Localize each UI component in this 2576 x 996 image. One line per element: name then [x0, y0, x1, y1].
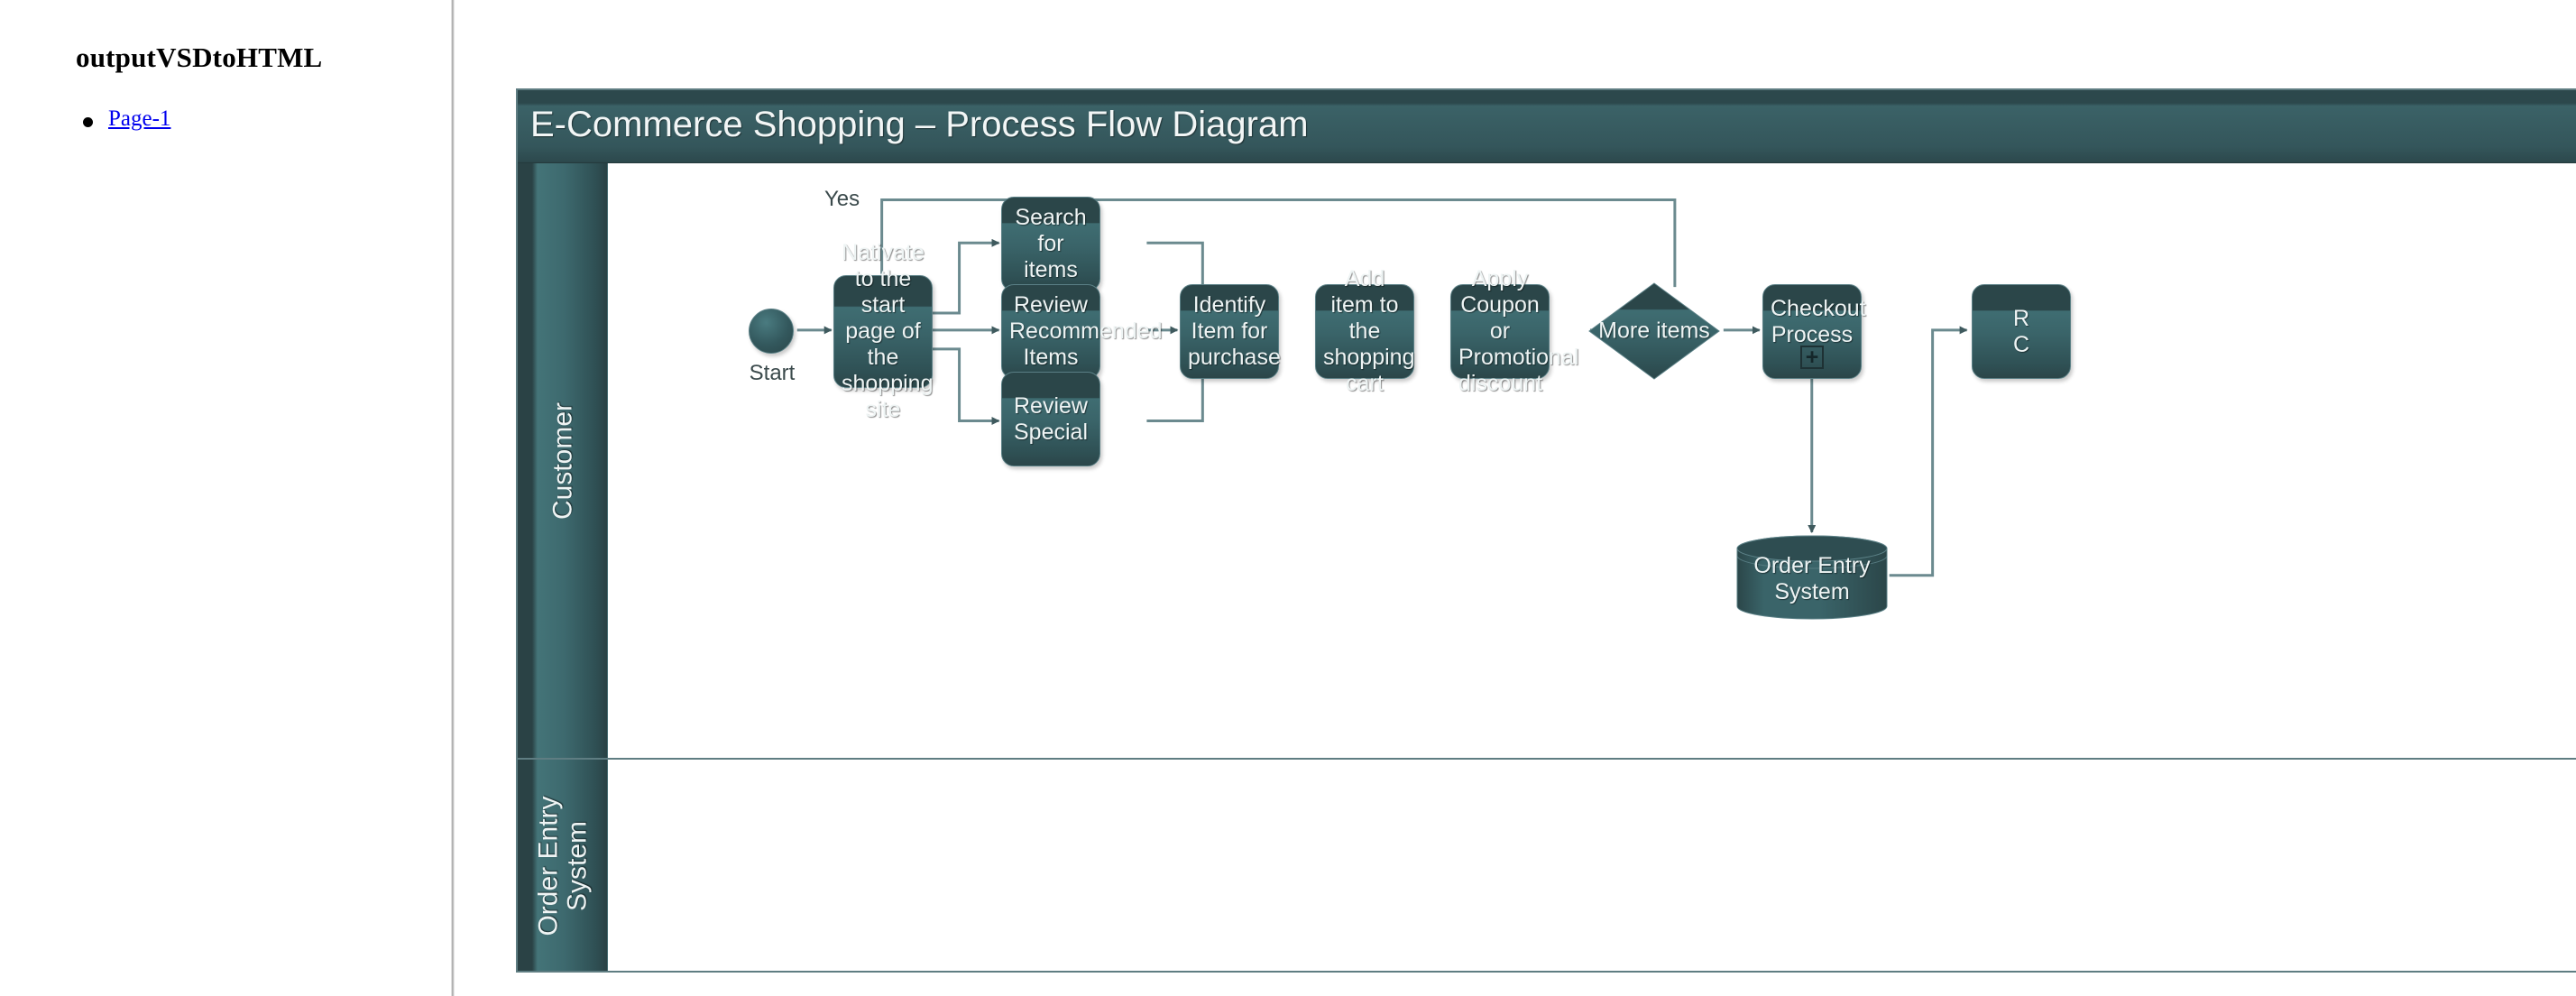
- swimlane-label-order-entry-system: Order Entry System: [533, 795, 592, 936]
- node-label-line1: Order Entry: [1753, 552, 1871, 578]
- node-label: Identify Item for purchase: [1188, 292, 1281, 370]
- page-title: outputVSDtoHTML: [76, 42, 323, 73]
- swimlane-label-line2: System: [561, 820, 592, 911]
- swimlane-body-order-entry-system: [608, 760, 2576, 971]
- node-label: Search for items: [1015, 205, 1087, 282]
- node-more-items-decision[interactable]: More items: [1587, 281, 1721, 381]
- swimlane-header-customer: Customer: [518, 163, 608, 758]
- page-link-page-1[interactable]: Page-1: [108, 106, 171, 131]
- page-list: Page-1: [76, 106, 170, 141]
- process-flow-diagram: E-Commerce Shopping – Process Flow Diagr…: [516, 88, 2576, 973]
- node-label: Apply Coupon or Promotional discount: [1458, 266, 1579, 396]
- diamond-shape: [1588, 282, 1720, 380]
- node-label: Review Recommended Items: [1009, 292, 1163, 370]
- node-navigate-to-start-page[interactable]: Nativate to the start page of the shoppi…: [833, 240, 933, 422]
- navigation-pane: outputVSDtoHTML Page-1: [0, 0, 453, 996]
- node-label: Add item to the shopping cart: [1323, 266, 1415, 396]
- node-apply-coupon[interactable]: Apply Coupon or Promotional discount: [1450, 266, 1578, 396]
- node-search-for-items[interactable]: Search for items: [1001, 197, 1100, 291]
- node-label: Order Entry System: [1734, 553, 1891, 605]
- node-label: R C: [2012, 305, 2030, 357]
- node-start-label: Start: [749, 361, 796, 385]
- pane-divider: [451, 0, 455, 996]
- edge-label-yes: Yes: [821, 187, 864, 212]
- swimlane-order-entry-system: Order Entry System: [518, 758, 2576, 971]
- swimlane-header-order-entry-system: Order Entry System: [518, 760, 608, 971]
- node-label: Review Special: [1014, 392, 1088, 445]
- node-label-line2: System: [1774, 578, 1850, 604]
- node-start[interactable]: [749, 309, 794, 354]
- node-identify-item-for-purchase[interactable]: Identify Item for purchase: [1180, 284, 1281, 379]
- diagram-title-bar: E-Commerce Shopping – Process Flow Diagr…: [518, 90, 2576, 163]
- node-review-special[interactable]: Review Special: [1001, 372, 1100, 466]
- bullet-icon: [83, 117, 93, 127]
- node-add-item-to-cart[interactable]: Add item to the shopping cart: [1315, 266, 1414, 396]
- node-review-order-clipped[interactable]: R C: [1972, 284, 2071, 379]
- node-checkout-process[interactable]: Checkout Process +: [1762, 284, 1866, 379]
- diagram-title: E-Commerce Shopping – Process Flow Diagr…: [530, 105, 1309, 144]
- swimlane-label-line1: Order Entry: [533, 795, 563, 936]
- subprocess-plus-icon[interactable]: +: [1800, 346, 1824, 369]
- cylinder-shape: [1736, 535, 1888, 620]
- swimlane-customer: Customer: [518, 163, 2576, 758]
- node-label: Nativate to the start page of the shoppi…: [842, 240, 934, 422]
- list-item: Page-1: [76, 106, 170, 132]
- node-review-recommended-items[interactable]: Review Recommended Items: [1001, 284, 1163, 379]
- node-label: More items: [1598, 318, 1710, 344]
- node-label: Checkout Process: [1771, 295, 1866, 347]
- node-order-entry-system-database[interactable]: Order Entry System: [1734, 534, 1891, 621]
- swimlane-label-customer: Customer: [547, 401, 577, 520]
